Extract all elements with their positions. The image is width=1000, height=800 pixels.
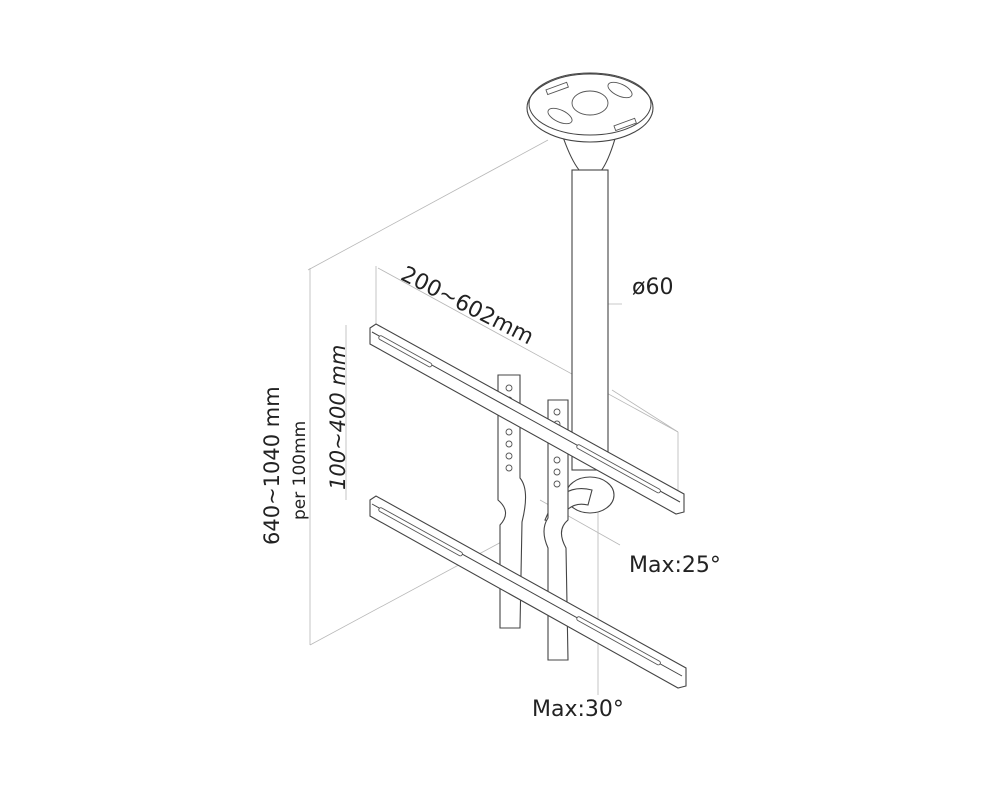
bottom-mounting-bar (369, 495, 687, 689)
max-swivel-label: Max:30° (532, 697, 624, 722)
pole-diameter-dimension: ø60 (632, 275, 674, 300)
vesa-height-dimension: 100~400 mm (326, 344, 350, 490)
max-tilt-label: Max:25° (629, 553, 721, 578)
left-vertical-bracket (497, 374, 527, 629)
drop-height-dimension: 640~1040 mm (260, 386, 284, 545)
dimension-lines (307, 139, 679, 695)
ceiling-plate (526, 72, 654, 179)
drop-step-note: per 100mm (290, 420, 310, 520)
extension-pole (571, 169, 609, 471)
top-mounting-bar (369, 323, 685, 515)
